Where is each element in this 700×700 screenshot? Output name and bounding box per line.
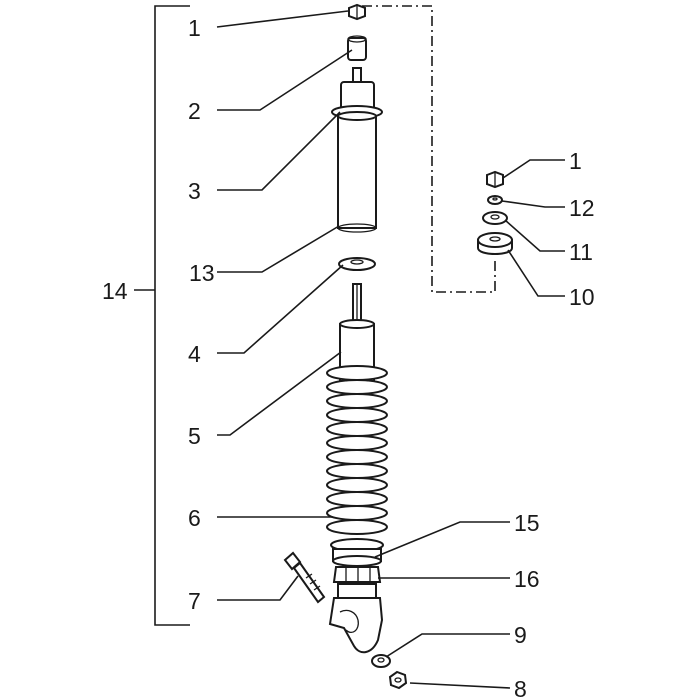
callout-labels: 1 2 3 13 4 5 6 7 14 1 12 11 10 15 16 9 8 (102, 15, 595, 700)
label-15: 15 (514, 510, 540, 536)
lower-mounting-eye (328, 583, 384, 654)
label-16: 16 (514, 566, 540, 592)
part-4-piston-rod (352, 283, 362, 323)
label-12: 12 (569, 195, 595, 221)
label-9: 9 (514, 622, 527, 648)
part-1-nut (348, 3, 366, 21)
label-13: 13 (189, 260, 215, 286)
label-3: 3 (188, 178, 201, 204)
part-6-coil-spring (326, 365, 388, 535)
label-11: 11 (569, 239, 593, 265)
label-2: 2 (188, 98, 201, 124)
part-1-nut-alt (486, 170, 504, 189)
leader-lines (216, 10, 565, 689)
part-3-upper-body (331, 81, 383, 233)
part-8-nut (388, 670, 408, 690)
part-12-washer (487, 195, 503, 205)
part-2-bush (347, 35, 367, 61)
part-11-washer (482, 211, 508, 225)
label-10: 10 (569, 284, 595, 310)
part-9-washer (371, 654, 391, 668)
label-14: 14 (102, 278, 128, 304)
label-5: 5 (188, 423, 201, 449)
upper-stud (352, 67, 362, 83)
label-7: 7 (188, 588, 201, 614)
label-8: 8 (514, 676, 527, 700)
part-7-bolt (283, 551, 326, 604)
label-1: 1 (188, 15, 201, 41)
part-10-rubber-bush (477, 232, 513, 255)
label-4: 4 (188, 341, 201, 367)
label-6: 6 (188, 505, 201, 531)
part-15-spring-seat (330, 538, 384, 567)
label-1-alt: 1 (569, 148, 582, 174)
part-16-adjuster-ring (332, 566, 382, 583)
part-13-washer (338, 257, 376, 271)
alternative-assembly-dashline (362, 5, 496, 293)
assembly-bracket (134, 5, 190, 626)
